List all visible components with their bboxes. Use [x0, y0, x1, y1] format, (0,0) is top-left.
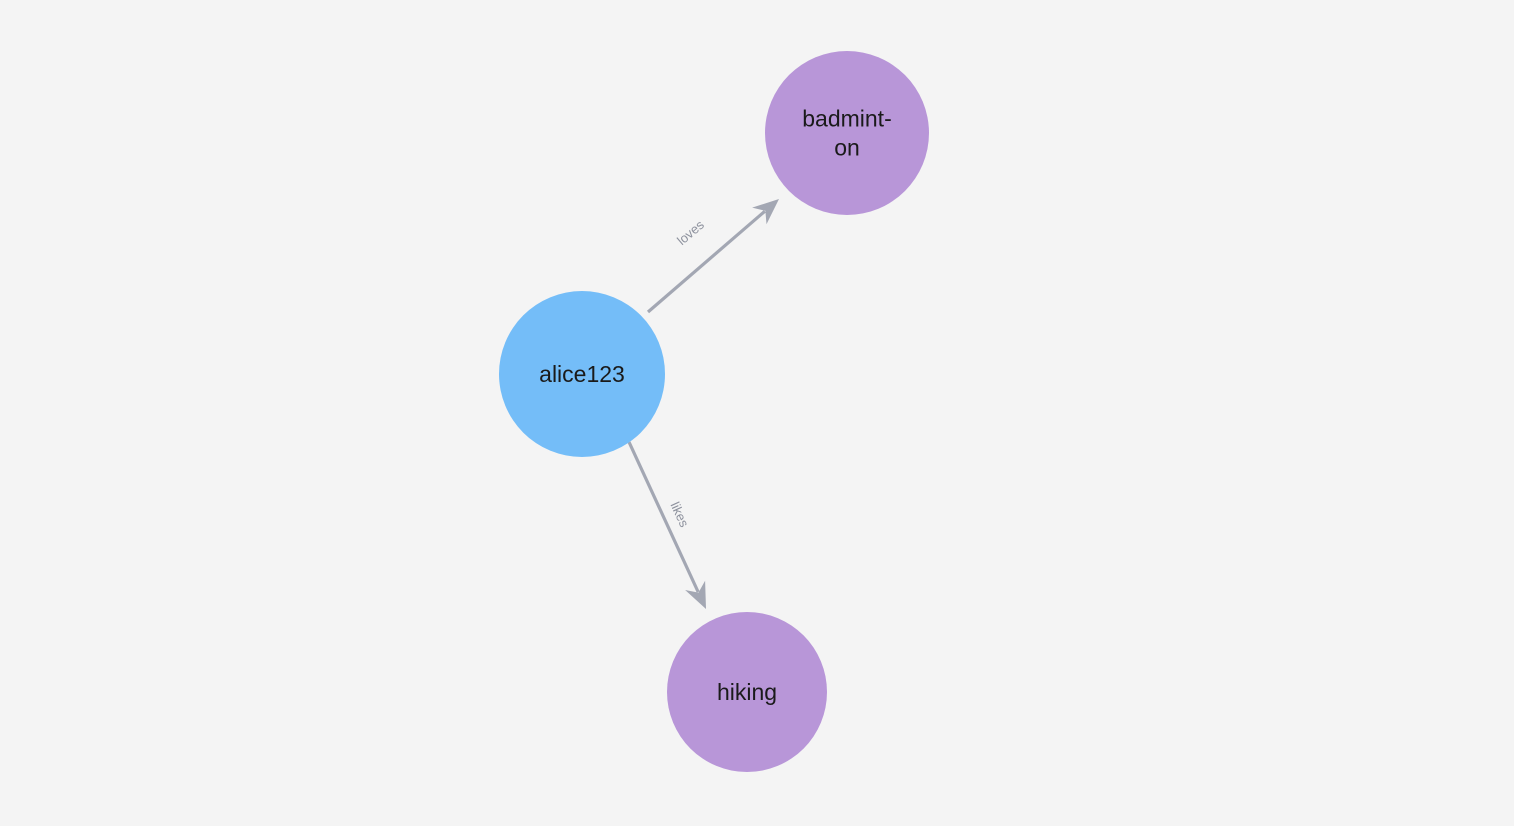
edges-layer	[627, 199, 779, 609]
node-label: hiking	[717, 679, 777, 705]
graph-node-hiking[interactable]: hiking	[667, 612, 827, 772]
edge-arrowhead-icon	[752, 199, 779, 225]
graph-edge-likes[interactable]	[627, 441, 706, 609]
edge-shaft	[646, 210, 766, 314]
node-circle[interactable]	[499, 291, 665, 457]
node-circle[interactable]	[765, 51, 929, 215]
graph-node-alice123[interactable]: alice123	[499, 291, 665, 457]
node-label: on	[834, 134, 860, 160]
edge-arrowhead-icon	[685, 580, 706, 609]
node-label: badmint-	[802, 106, 891, 132]
node-label: alice123	[539, 361, 625, 387]
node-circle[interactable]	[667, 612, 827, 772]
graph-node-badminton[interactable]: badmint-on	[765, 51, 929, 215]
edge-shaft	[627, 441, 700, 593]
nodes-layer: alice123 badmint-on hiking	[499, 51, 929, 772]
graph-edge-loves[interactable]	[646, 199, 779, 314]
